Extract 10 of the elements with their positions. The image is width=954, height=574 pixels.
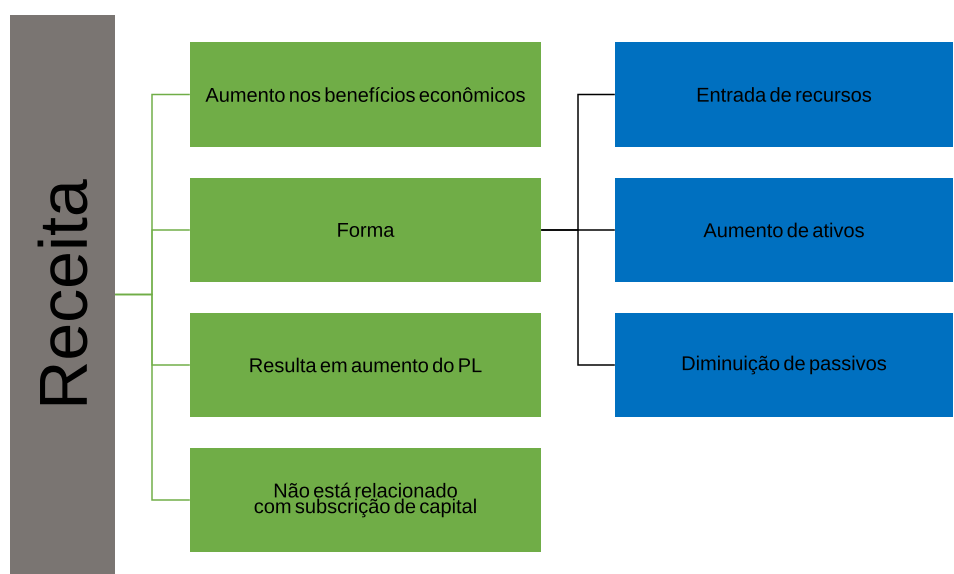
- detail-box: Diminuição de passivos: [615, 313, 953, 417]
- title-bar: Receita: [10, 15, 115, 574]
- category-box: Aumento nos benefícios econômicos: [190, 42, 541, 147]
- detail-box: Entrada de recursos: [615, 42, 953, 147]
- category-box: Resulta em aumento do PL: [190, 313, 541, 417]
- connector: [541, 229, 615, 366]
- category-box: Forma: [190, 178, 541, 282]
- detail-box: Aumento de ativos: [615, 178, 953, 282]
- category-box: Não está relacionado com subscrição de capital: [190, 448, 541, 552]
- connector: [115, 294, 190, 501]
